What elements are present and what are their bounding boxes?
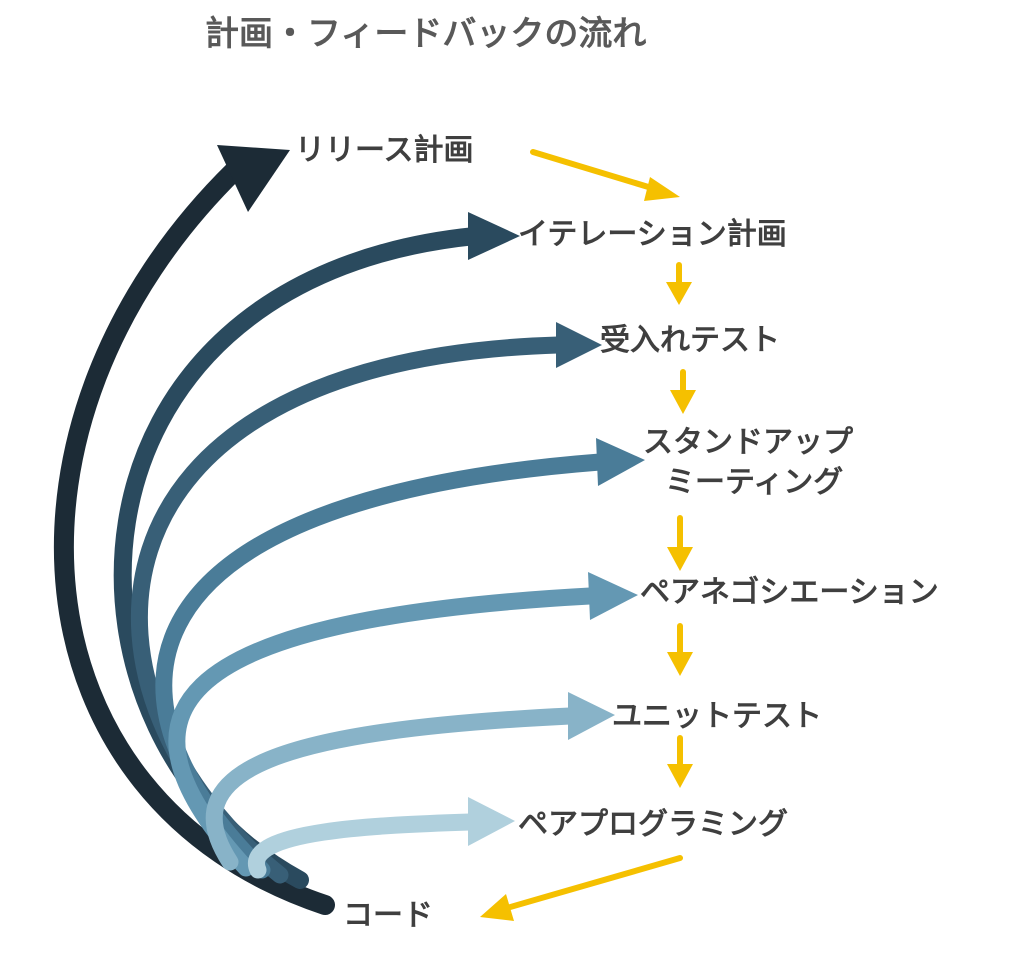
stage-unit-test: ユニットテスト (612, 699, 822, 734)
stage-pair-negotiation: ペアネゴシエーション (640, 575, 939, 610)
feedback-arrow-head (217, 145, 290, 212)
feedback-loops (53, 145, 645, 915)
stage-code-text: コード (343, 898, 433, 933)
feedback-arrow-head (568, 692, 615, 740)
flow-arrow-shaft (497, 855, 683, 913)
flow-arrow (667, 515, 693, 571)
stage-unit-test-text: ユニットテスト (612, 699, 822, 734)
stage-standup-meeting-line2: ミーティング (665, 465, 843, 500)
feedback-arrow-shaft (205, 707, 579, 871)
feedback-arrow (205, 692, 615, 871)
flow-arrow (670, 369, 696, 414)
flow-arrow (666, 262, 692, 305)
flow-arrow-shaft (530, 149, 658, 192)
feedback-arrow-shaft (168, 587, 599, 877)
stage-pair-programming-text: ペアプログラミング (518, 807, 788, 842)
stage-iteration-planning: イテレーション計画 (518, 217, 787, 252)
feedback-arrow (168, 572, 638, 877)
flow-arrow-head (667, 764, 693, 788)
feedback-arrow-head (596, 438, 645, 486)
feedback-arrow (248, 797, 515, 879)
stage-pair-programming: ペアプログラミング (518, 807, 788, 842)
flow-arrow-head (667, 652, 693, 676)
stage-code: コード (343, 898, 433, 933)
feedback-arrow-shaft (248, 813, 479, 879)
stage-pair-negotiation-text: ペアネゴシエーション (640, 575, 939, 610)
feedback-arrow-head (556, 322, 602, 368)
flow-arrow (667, 735, 693, 788)
stage-iteration-planning-text: イテレーション計画 (518, 217, 787, 252)
flow-arrow-head (644, 177, 680, 201)
diagram-title: 計画・フィードバックの流れ (205, 14, 646, 54)
flow-arrow (530, 149, 680, 201)
flow-arrows (480, 149, 696, 921)
feedback-arrow-shaft (113, 227, 484, 889)
feedback-arrow-head (468, 212, 520, 260)
stage-standup-meeting: スタンドアップ ミーティング (643, 425, 863, 500)
feedback-arrow-head (468, 797, 515, 846)
flow-arrow-head (666, 282, 692, 305)
stage-release-planning: リリース計画 (295, 133, 474, 168)
flow-arrow (667, 623, 693, 676)
flow-arrow-head (667, 547, 693, 571)
stage-release-planning-text: リリース計画 (295, 133, 474, 168)
stage-standup-meeting-line1: スタンドアップ (643, 425, 854, 460)
stage-acceptance-test: 受入れテスト (600, 323, 780, 358)
flow-arrow-head (670, 390, 696, 414)
flow-arrow-head (480, 894, 514, 921)
feedback-arrow-shaft (53, 160, 335, 915)
feedback-arrow (53, 145, 335, 915)
feedback-arrow-head (588, 572, 638, 620)
stage-acceptance-test-text: 受入れテスト (600, 323, 780, 358)
flow-arrow (480, 855, 683, 921)
